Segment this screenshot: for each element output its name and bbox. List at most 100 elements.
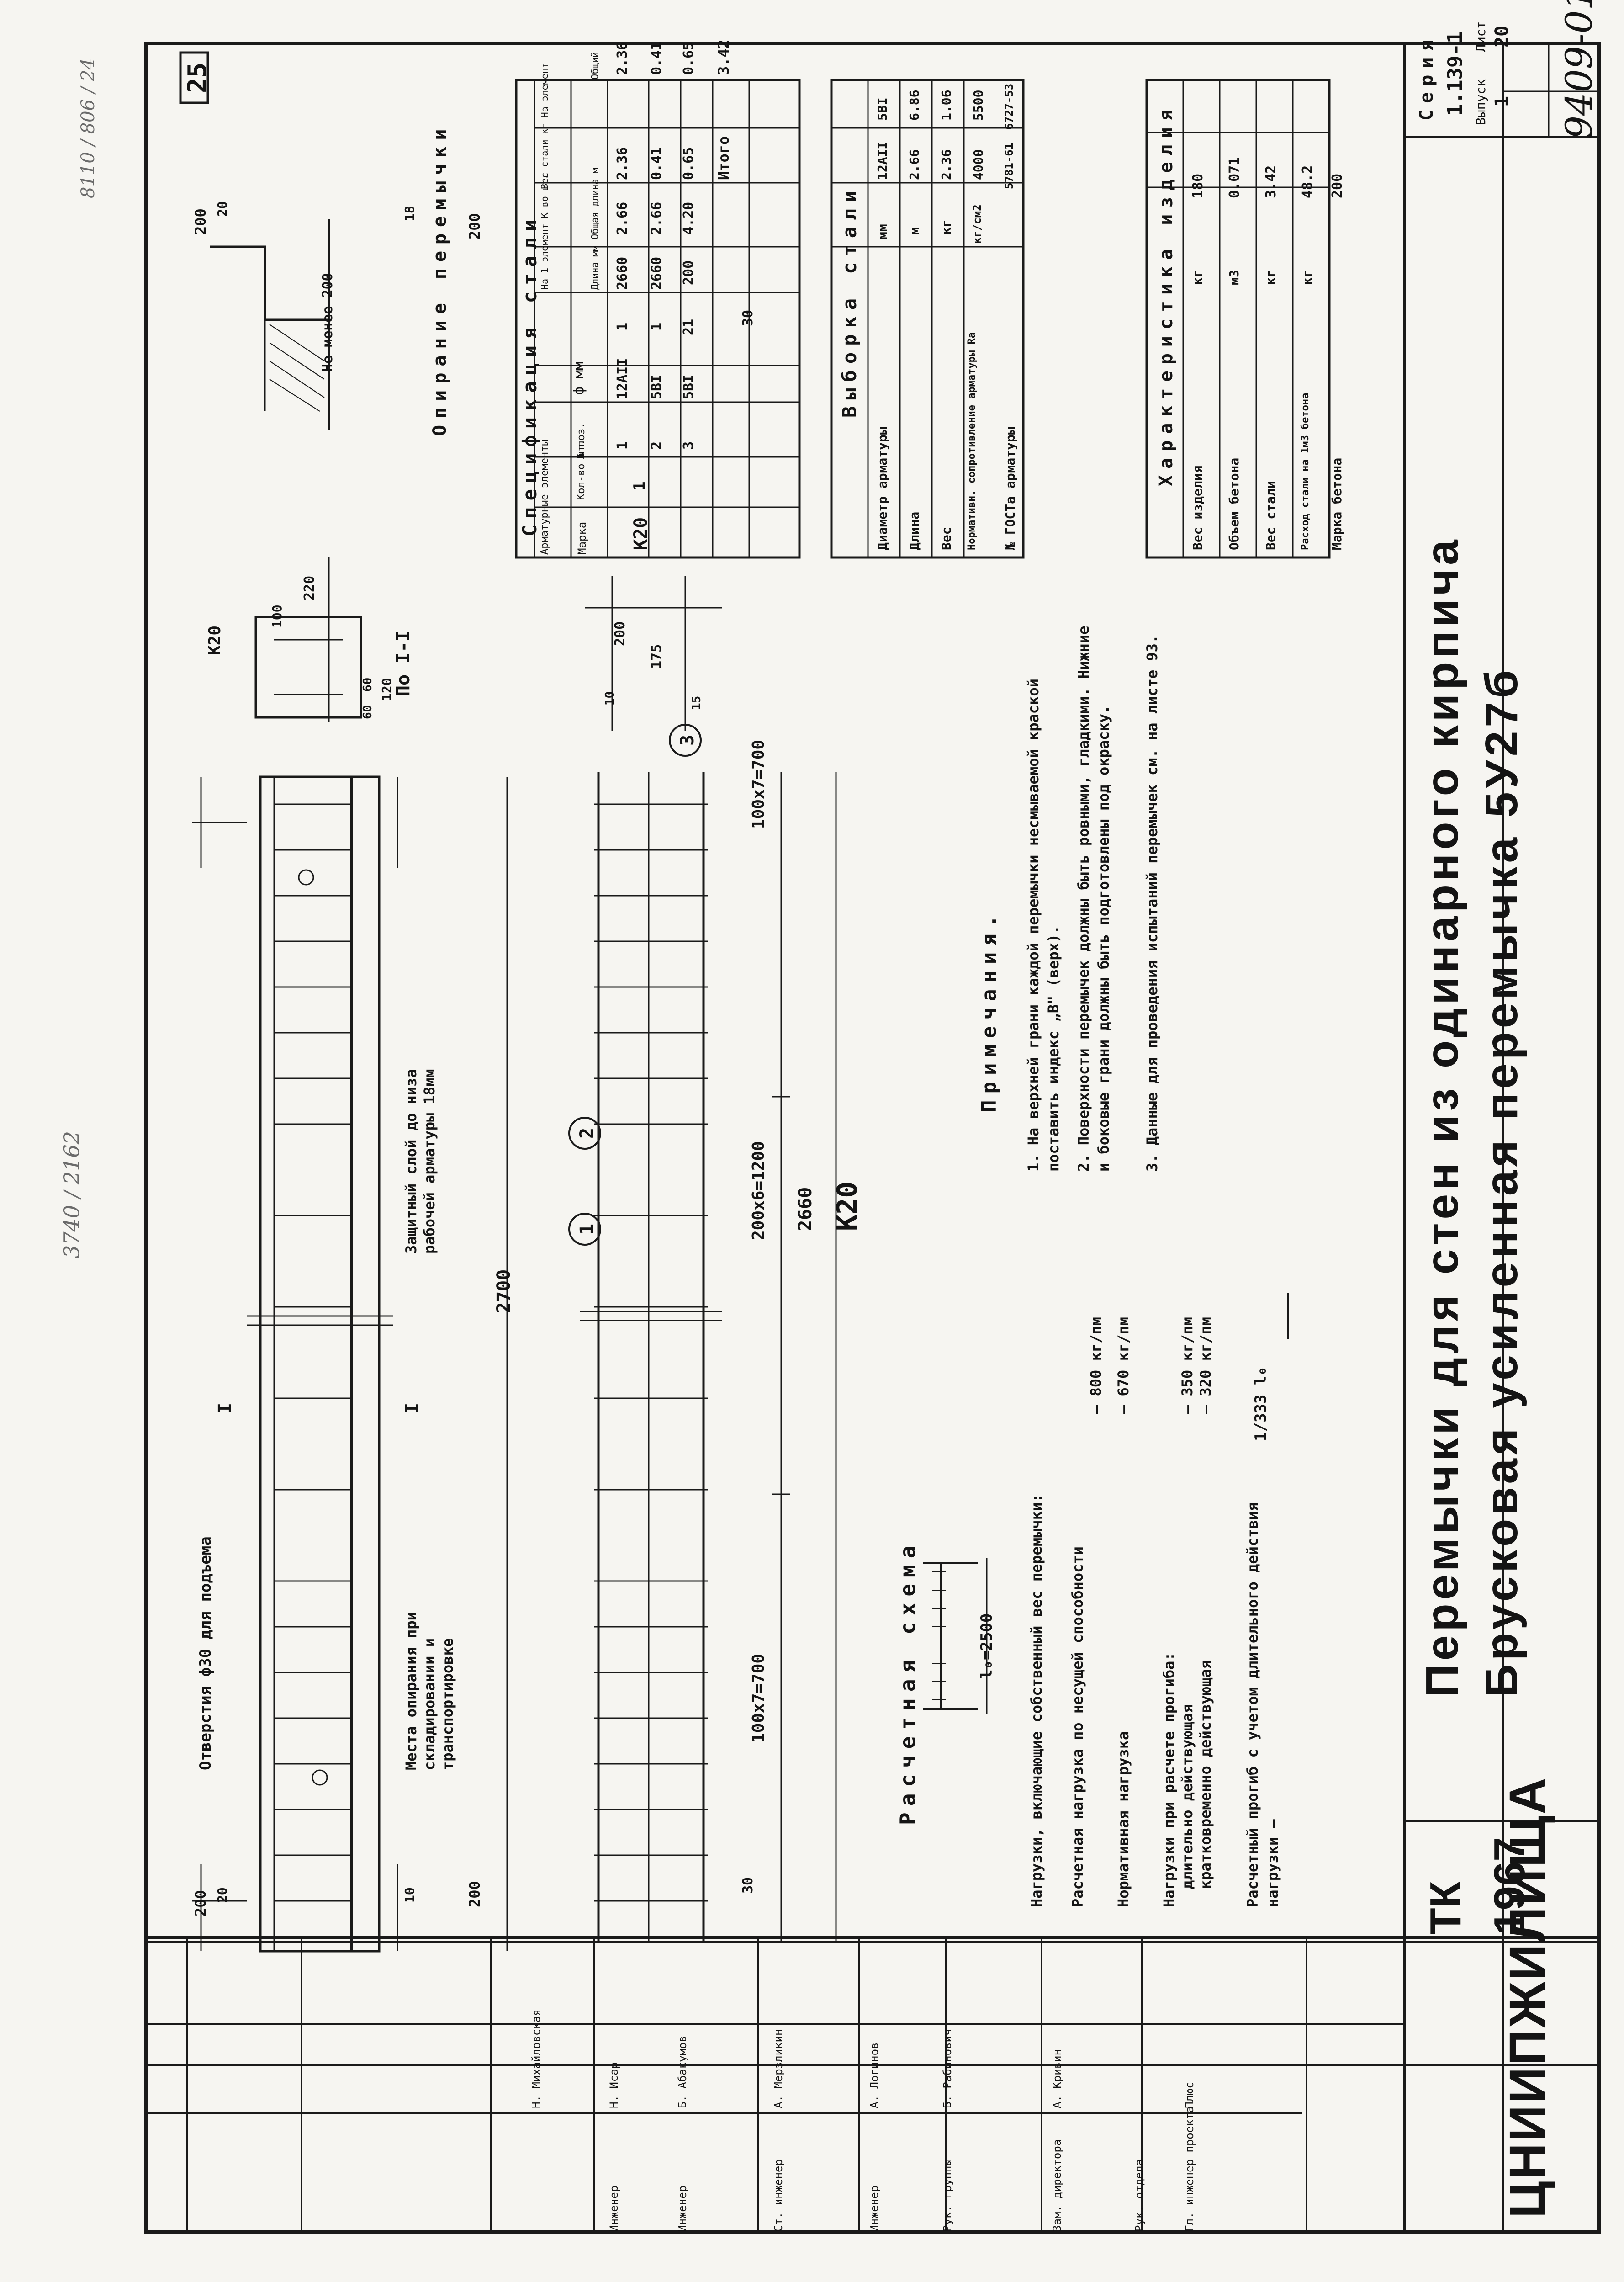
cage-lines xyxy=(597,772,705,1942)
sel-r5-b: 6727-53 xyxy=(1003,83,1016,130)
spec-r2-all: 0.41 xyxy=(649,42,665,75)
sel-r1-a: 12АII xyxy=(875,141,890,180)
dim-10: 10 xyxy=(402,1887,417,1903)
marker-2: 2 xyxy=(577,1127,598,1139)
normative-load: Нормативная нагрузка xyxy=(1115,1731,1132,1907)
spec-r3-len: 200 xyxy=(681,260,697,285)
prod-r4-unit: кг xyxy=(1300,270,1315,285)
sel-r1-name: Диаметр арматуры xyxy=(875,427,890,550)
section-cage: К20 xyxy=(206,625,224,655)
support-min-label: Не менее 200 xyxy=(320,273,336,372)
dim-200-bottom-right: 200 xyxy=(466,213,483,239)
sheet-number: 25 xyxy=(183,62,212,93)
main-title: Перемычки для стен из одинарного кирпича xyxy=(1417,536,1468,1697)
prod-r4-val: 48.2 xyxy=(1300,165,1316,198)
dim-200-right: 200 xyxy=(192,208,209,235)
section-mark-bottom: I xyxy=(402,1402,423,1414)
spec-header-len: Длина мм xyxy=(589,245,600,290)
tb-name-1: А. Кривин xyxy=(1051,2048,1063,2108)
spec-r1-w: 2.36 xyxy=(614,147,630,180)
section-title: По I-I xyxy=(393,630,414,697)
cage-section-inner: 175 xyxy=(649,644,665,669)
scheme-span: l₀=2500 xyxy=(978,1613,996,1679)
spec-header-dia: ф мм xyxy=(571,361,587,395)
spec-title: Спецификация стали xyxy=(518,213,541,536)
tb-role-5: Инженер xyxy=(868,2185,881,2232)
tb-name-6: А. Мерзликин xyxy=(772,2029,785,2108)
sel-r2-unit: м xyxy=(907,227,922,235)
cage-section-15: 15 xyxy=(690,695,704,710)
notes-title: Примечания. xyxy=(978,908,1001,1112)
spec-r1-pos: 1 xyxy=(614,441,630,450)
spec-header-tot: Общая длина м xyxy=(589,168,600,239)
sheet-label: Лист xyxy=(1473,21,1488,52)
spec-r3-dia: 5ВI xyxy=(681,374,697,399)
sheet-of: 20 xyxy=(1492,25,1513,48)
prod-r1-name: Вес изделия xyxy=(1190,465,1205,550)
design-load: Расчетная нагрузка по несущей способност… xyxy=(1069,1546,1086,1907)
prod-r2-name: Объем бетона xyxy=(1227,457,1242,550)
prod-r2-unit: м3 xyxy=(1227,270,1242,285)
spec-r3-all: 0.65 xyxy=(681,42,697,75)
outer-frame xyxy=(144,42,1601,2234)
normative-load-value: – 670 кг/пм xyxy=(1115,1317,1132,1414)
tb-role-1: Зам. директора xyxy=(1051,2139,1063,2232)
prod-r5-name: Марка бетона xyxy=(1329,457,1344,550)
prod-r1-val: 180 xyxy=(1190,173,1206,198)
selection-title: Выборка стали xyxy=(838,184,861,418)
marker-3: 3 xyxy=(677,734,698,746)
section-inner: 100 xyxy=(270,605,285,628)
loads-title: Нагрузки, включающие собственный вес пер… xyxy=(1028,1493,1045,1907)
spec-r1-qty: 1 xyxy=(614,322,630,331)
section-width-a: 60 xyxy=(361,677,375,692)
spec-header-elements: Арматурные элементы xyxy=(539,440,550,555)
marker-1: 1 xyxy=(577,1223,598,1235)
beam-outline xyxy=(259,775,381,1953)
tb-role-6: Ст. инженер xyxy=(772,2159,785,2232)
cage-section-height: 200 xyxy=(612,621,628,646)
prod-r5-val: 200 xyxy=(1329,173,1345,198)
product-title: Характеристика изделия xyxy=(1156,103,1177,486)
spec-r2-pos: 2 xyxy=(649,441,665,450)
beam-length: 2700 xyxy=(493,1269,514,1313)
cover-label: Защитный слой до низа рабочей арматуры 1… xyxy=(402,1069,438,1254)
sel-r3-a: 2.36 xyxy=(939,149,954,180)
spec-header-per: На 1 элемент К-во шт. xyxy=(539,174,550,290)
cage-end-right: 30 xyxy=(740,309,756,326)
sel-r1-unit: мм xyxy=(875,224,890,239)
sel-r3-name: Вес xyxy=(939,527,954,550)
product-table xyxy=(1145,79,1331,559)
long-term-value: – 350 кг/пм xyxy=(1179,1317,1196,1414)
prod-r3-name: Вес стали xyxy=(1263,481,1278,550)
spec-table xyxy=(515,79,801,559)
tb-role-4: Рук. группы xyxy=(941,2159,954,2232)
prod-r3-val: 3.42 xyxy=(1263,165,1279,198)
deflection-loads: Нагрузки при расчете прогиба: xyxy=(1160,1652,1178,1907)
dim-18: 18 xyxy=(402,206,417,221)
spec-r2-dia: 5ВI xyxy=(649,374,665,399)
cage-spacing-right: 100х7=700 xyxy=(749,739,768,829)
spec-cage: К20 xyxy=(630,517,651,550)
spec-total-value: 3.42 xyxy=(715,39,732,75)
sel-r2-a: 2.66 xyxy=(907,149,922,180)
prod-r4-name: Расход стали на 1м3 бетона xyxy=(1300,393,1311,550)
sel-r2-name: Длина xyxy=(907,511,922,550)
beam-stirrups xyxy=(274,803,352,1902)
sub-title: Брусковая усиленная перемычка 5У27б xyxy=(1476,666,1527,1697)
cage-spacing-mid: 200х6=1200 xyxy=(749,1141,768,1240)
tb-name-4: Б. Рабинович xyxy=(941,2029,954,2108)
tb-role-7: Инженер xyxy=(676,2185,689,2232)
short-term-value: – 320 кг/пм xyxy=(1197,1317,1214,1414)
section-height: 220 xyxy=(302,575,317,600)
archive-number: 9409-01 27 xyxy=(1558,0,1600,139)
note-2: 2. Поверхности перемычек должны быть ров… xyxy=(1075,626,1112,1172)
cage-spacing-left: 100х7=700 xyxy=(749,1653,768,1743)
spec-header-mark: Марка xyxy=(576,521,588,555)
prod-r1-unit: кг xyxy=(1190,270,1205,285)
spec-r3-w: 0.65 xyxy=(681,147,697,180)
spec-total-label: Итого xyxy=(715,136,732,180)
sel-r1-b: 5ВI xyxy=(875,97,890,121)
handwritten-note-1: 8110 / 806 / 24 xyxy=(78,58,99,198)
